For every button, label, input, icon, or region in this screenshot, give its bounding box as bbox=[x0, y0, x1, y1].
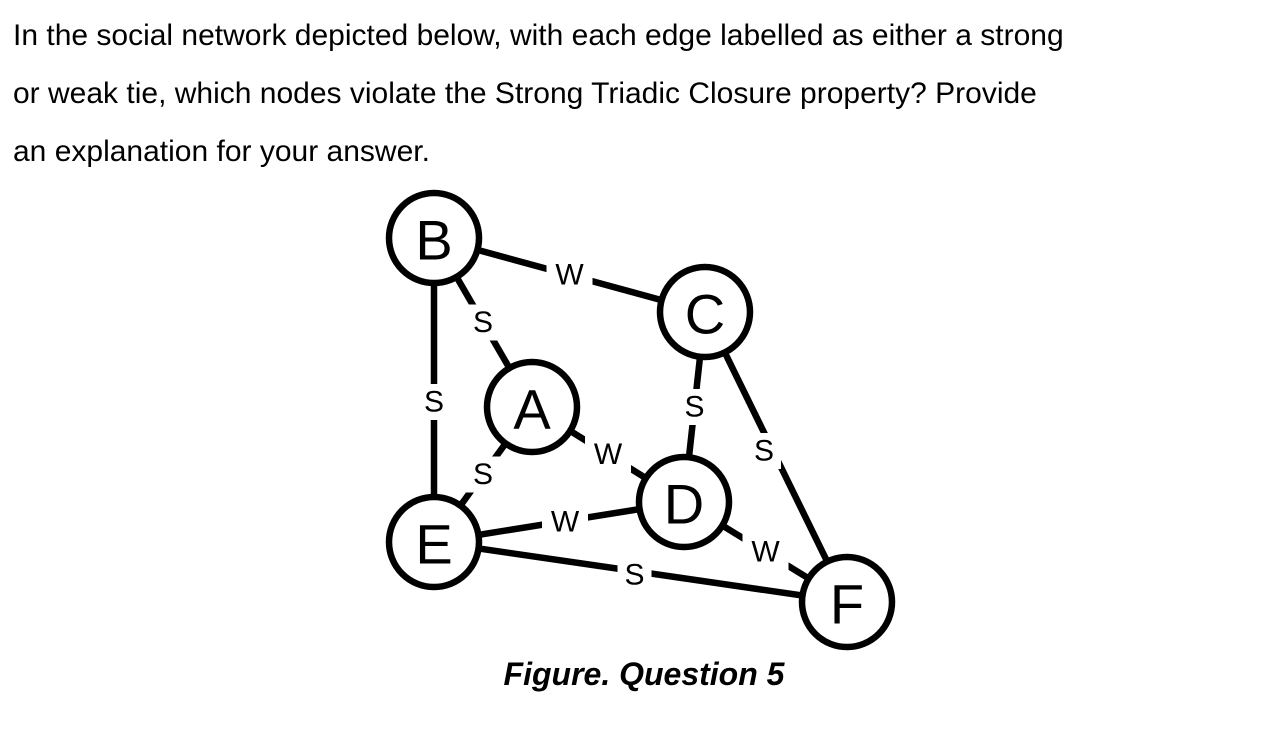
edge-label-gap-C-F bbox=[747, 433, 781, 469]
node-D bbox=[635, 453, 733, 551]
node-label-F: F bbox=[830, 573, 864, 636]
question-text: In the social network depicted below, wi… bbox=[13, 7, 1278, 181]
node-B bbox=[385, 189, 483, 287]
node-label-B: B bbox=[415, 209, 452, 272]
figure-caption: Figure. Question 5 bbox=[503, 656, 785, 692]
edge-label-gap-C-D bbox=[677, 389, 712, 425]
question-line-3: an explanation for your answer. bbox=[13, 135, 430, 168]
edge-label-E-F: S bbox=[624, 559, 644, 592]
edge-label-C-F: S bbox=[754, 435, 774, 468]
edge-label-E-D: W bbox=[551, 506, 580, 539]
node-F bbox=[798, 553, 896, 651]
edge-label-gap-E-F bbox=[617, 557, 652, 593]
edge-label-A-E: S bbox=[473, 458, 493, 491]
edge-label-gap-A-E bbox=[466, 456, 500, 493]
question-line-2: or weak tie, which nodes violate the Str… bbox=[13, 77, 1037, 110]
nodes-layer: B C A E D F bbox=[385, 189, 896, 651]
edge-label-gap-D-F bbox=[742, 534, 789, 570]
edge-label-gap-E-D bbox=[542, 504, 588, 540]
node-label-A: A bbox=[513, 378, 551, 441]
edge-label-B-C: W bbox=[555, 259, 584, 292]
edge-label-D-F: W bbox=[751, 536, 780, 569]
question-line-1: In the social network depicted below, wi… bbox=[13, 19, 1064, 52]
edge-label-gap-B-A bbox=[466, 304, 500, 341]
node-E bbox=[385, 493, 483, 591]
edge-label-B-A: S bbox=[473, 306, 493, 339]
edge-label-C-D: S bbox=[684, 391, 704, 424]
node-A bbox=[483, 358, 581, 456]
node-C bbox=[656, 263, 754, 361]
edge-label-gap-A-D bbox=[585, 436, 631, 473]
node-label-E: E bbox=[415, 513, 452, 576]
node-label-D: D bbox=[664, 473, 704, 536]
node-label-C: C bbox=[685, 283, 725, 346]
edge-label-gap-B-E bbox=[417, 384, 451, 420]
edge-label-A-D: W bbox=[594, 438, 623, 471]
edge-labels-layer: W S S S S W S W S W bbox=[417, 257, 789, 593]
edge-label-gap-B-C bbox=[546, 257, 593, 293]
edge-label-B-E: S bbox=[424, 386, 444, 419]
